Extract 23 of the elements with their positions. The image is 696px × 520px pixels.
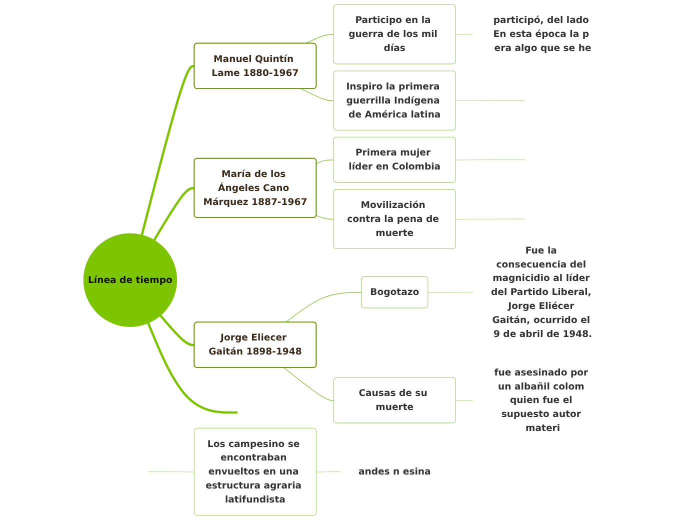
connector (147, 471, 195, 472)
connector (153, 187, 194, 241)
connector (456, 34, 474, 35)
connector (456, 400, 474, 401)
connector (456, 218, 526, 220)
connector (316, 160, 334, 164)
connector (146, 322, 238, 414)
node-circle: Línea de tiempo (83, 233, 177, 327)
node-text: participó, del lado En esta época la p era algo que se he (493, 14, 592, 54)
connector (305, 34, 334, 44)
connector (456, 159, 526, 160)
connector (428, 292, 474, 293)
node-text: andes n esina (358, 466, 431, 477)
connector (456, 100, 526, 102)
connector (285, 292, 362, 323)
connector (300, 88, 334, 102)
node-text: fue asesinado por un albañil colom quien fue el supuesto autor materi (494, 366, 588, 434)
connector (284, 367, 334, 401)
connector (159, 314, 194, 346)
connector (140, 64, 194, 236)
connector (316, 471, 342, 472)
node-text: Fue la consecuencia del magnicidio al líder del Partido Liberal, Jorge Eliécer Gaitán, ocurrido el 9 de abril de 1948. (490, 244, 592, 340)
connector (316, 215, 334, 220)
